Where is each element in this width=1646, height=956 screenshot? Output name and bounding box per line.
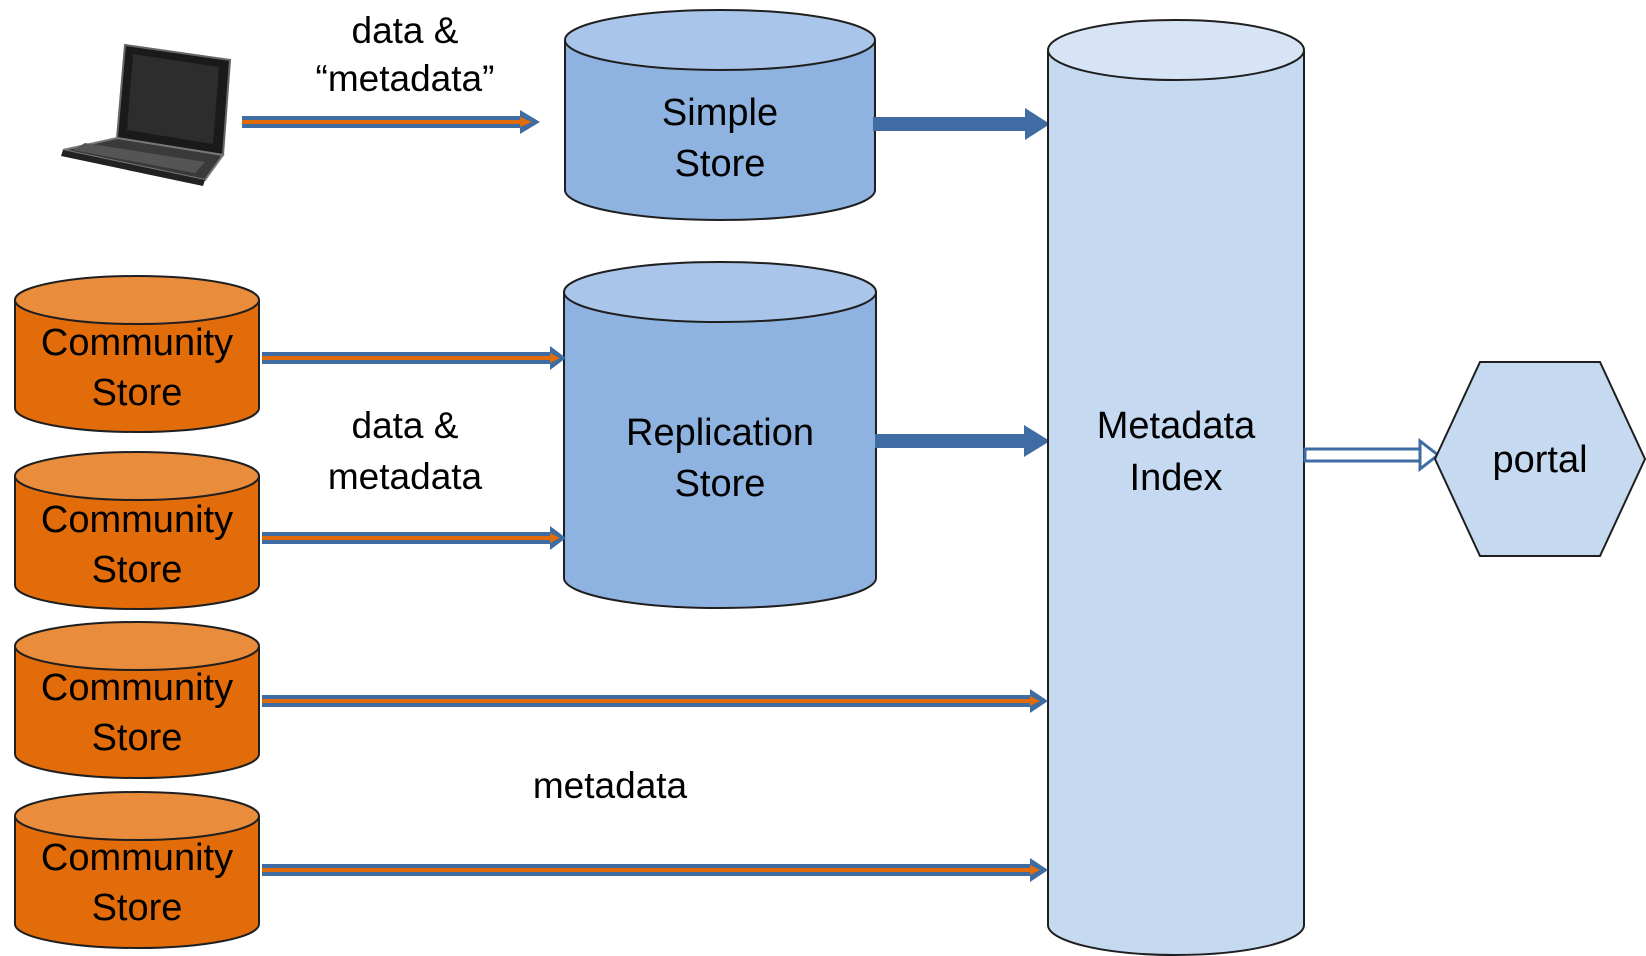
community-store-1-cylinder (14, 275, 260, 433)
replication-store-cylinder (563, 261, 877, 609)
metadata-index-cylinder (1047, 19, 1305, 956)
portal-hexagon (1433, 361, 1646, 557)
edge-label-laptop-line2: “metadata” (316, 58, 495, 99)
community-store-4-cylinder (14, 791, 260, 949)
community-store-1-label-line2: Store (92, 372, 183, 414)
metadata-index-label-line2: Index (1130, 457, 1223, 499)
arrow-community-1-to-replication (262, 346, 566, 370)
edge-label-replication-line2: metadata (328, 456, 483, 497)
laptop-icon (61, 43, 232, 186)
community-store-2-cylinder (14, 451, 260, 610)
simple-store-label-line1: Simple (662, 92, 778, 134)
replication-store-label-line2: Store (675, 463, 766, 505)
portal-label: portal (1492, 439, 1587, 481)
metadata-index-label-line1: Metadata (1097, 405, 1256, 447)
arrow-replication-to-index (875, 425, 1050, 457)
community-store-3-label-line1: Community (41, 667, 233, 709)
community-store-3-cylinder (14, 621, 260, 779)
community-store-4-label-line2: Store (92, 887, 183, 929)
community-store-2-label-line1: Community (41, 499, 233, 541)
simple-store-label-line2: Store (675, 143, 766, 185)
arrow-laptop-to-simple-store (242, 110, 540, 134)
community-store-1-label-line1: Community (41, 322, 233, 364)
arrow-community-3-to-index (262, 689, 1048, 713)
simple-store-cylinder (564, 9, 876, 221)
arrow-community-2-to-replication (262, 526, 566, 550)
edge-label-replication-line1: data & (352, 405, 459, 446)
arrow-simple-store-to-index (873, 108, 1050, 140)
edge-label-laptop-line1: data & (352, 10, 459, 51)
replication-store-label-line1: Replication (626, 412, 814, 454)
community-store-2-label-line2: Store (92, 549, 183, 591)
arrow-index-to-portal (1303, 437, 1441, 473)
arrow-community-4-to-index (262, 858, 1048, 882)
edge-label-metadata: metadata (533, 765, 688, 806)
community-store-3-label-line2: Store (92, 717, 183, 759)
community-store-4-label-line1: Community (41, 837, 233, 879)
